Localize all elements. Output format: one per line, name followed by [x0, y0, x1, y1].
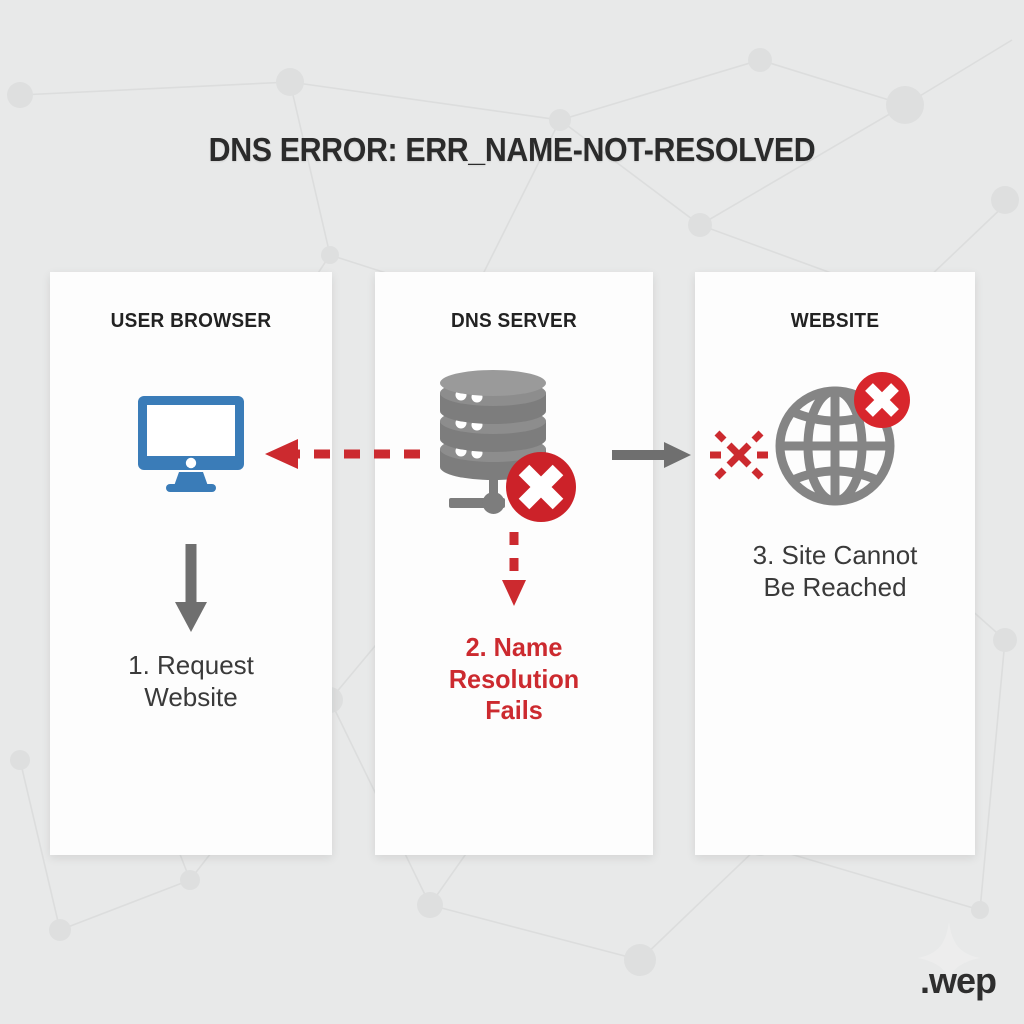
broken-connection-x-icon — [710, 430, 768, 480]
caption-line-2: Website — [144, 681, 238, 712]
error-x-badge-icon — [505, 452, 576, 522]
arrow-left-dashed-icon — [265, 439, 420, 469]
caption-line-3: Fails — [485, 695, 543, 726]
caption-line-1: 3. Site Cannot — [752, 540, 918, 570]
database-server-icon — [439, 370, 576, 522]
panel-heading-user-browser: USER BROWSER — [110, 310, 272, 332]
panel-heading-dns-server: DNS SERVER — [450, 310, 578, 332]
arrow-right-solid-icon — [612, 442, 691, 468]
panel-website: WEBSITE 3. Site Cannot Be Reached — [695, 272, 975, 855]
panel-heading-website: WEBSITE — [790, 310, 880, 332]
star-burst-icon — [918, 922, 980, 980]
panel-caption-user-browser: 1. Request Website — [50, 650, 332, 713]
page-title: DNS ERROR: ERR_NAME-NOT-RESOLVED — [208, 131, 816, 168]
panel-caption-website: 3. Site Cannot Be Reached — [695, 540, 975, 603]
panel-user-browser: USER BROWSER 1. Request Website — [50, 272, 332, 855]
error-x-badge-icon — [853, 372, 910, 428]
panel-caption-dns-server: 2. Name Resolution Fails — [379, 632, 649, 727]
caption-line-1: 1. Request — [128, 650, 254, 680]
arrow-down-solid-icon — [175, 544, 207, 632]
caption-line-2: Resolution — [448, 663, 580, 694]
watermark-label: .wep — [919, 960, 997, 1001]
caption-line-2: Be Reached — [763, 571, 907, 602]
caption-line-1: 2. Name — [465, 632, 563, 662]
globe-icon — [775, 372, 910, 506]
desktop-monitor-icon — [138, 396, 244, 492]
arrow-down-dashed-icon — [502, 532, 526, 606]
panel-dns-server: DNS SERVER — [375, 272, 653, 855]
